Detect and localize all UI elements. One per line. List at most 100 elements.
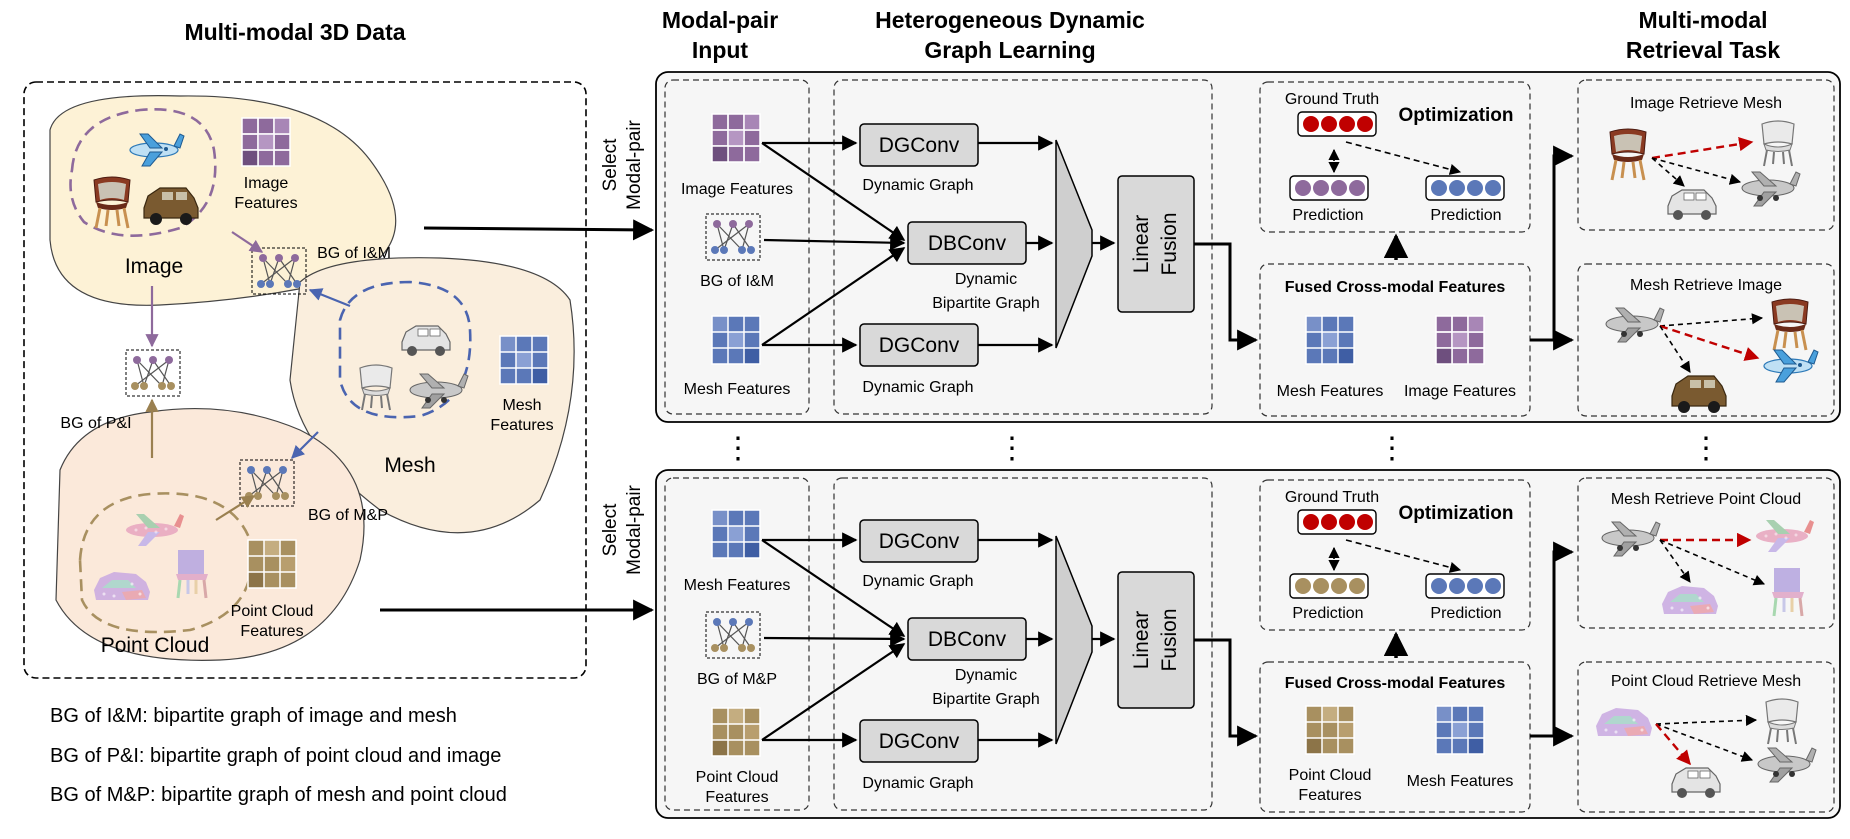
bottom-input-label-1: Mesh Features <box>684 577 791 594</box>
bottom-dg-label-1: Dynamic Graph <box>862 573 973 590</box>
bottom-input-mesh-grid <box>711 509 761 559</box>
top-input-label-3: Mesh Features <box>684 381 791 398</box>
title-pair-input-1: Modal-pair <box>662 7 778 33</box>
bottom-fusion-label-2: Fusion <box>1158 608 1181 671</box>
pc-features-grid <box>247 539 297 589</box>
image-region-label: Image <box>125 255 183 278</box>
ellipsis-3: ⋮ <box>1377 432 1407 465</box>
image-features-label-1: Image <box>244 175 289 192</box>
mesh-region-label: Mesh <box>384 454 435 477</box>
ellipsis-4: ⋮ <box>1691 432 1721 465</box>
top-fused-mesh-grid <box>1305 315 1355 365</box>
bottom-fused-title: Fused Cross-modal Features <box>1285 675 1506 692</box>
top-input-label-1: Image Features <box>681 181 793 198</box>
top-dg-label-2: Dynamic Graph <box>862 379 973 396</box>
bottom-fused-label-3: Mesh Features <box>1407 773 1514 790</box>
title-3d-data: Multi-modal 3D Data <box>184 19 405 45</box>
legend-line-2: BG of P&I: bipartite graph of point clou… <box>50 745 501 767</box>
bg-im-label: BG of I&M <box>317 245 391 262</box>
top-prediction-label-2: Prediction <box>1430 207 1501 224</box>
select-label-bottom-2: Modal-pair <box>624 484 645 574</box>
title-retrieval-1: Multi-modal <box>1638 7 1767 33</box>
ellipsis-1: ⋮ <box>723 432 753 465</box>
pc-features-label-1: Point Cloud <box>231 603 314 620</box>
ellipsis-2: ⋮ <box>997 432 1027 465</box>
legend-line-1: BG of I&M: bipartite graph of image and … <box>50 705 457 727</box>
bottom-fused-mesh-grid <box>1435 705 1485 755</box>
bg-mp-label: BG of M&P <box>308 507 388 524</box>
top-task-1-label: Image Retrieve Mesh <box>1630 95 1782 112</box>
bottom-fused-pc-grid <box>1305 705 1355 755</box>
mesh-features-label-2: Features <box>490 417 553 434</box>
bg-pi-label: BG of P&I <box>60 415 131 432</box>
pipeline-panel-bottom: Mesh Features BG of M&P Point Cloud Feat… <box>655 469 1841 819</box>
top-optimization-label: Optimization <box>1398 105 1513 126</box>
top-fusion-label-2: Fusion <box>1158 212 1181 275</box>
mesh-to-bgmp-arrow <box>291 431 319 459</box>
bottom-prediction-label-1: Prediction <box>1292 605 1363 622</box>
image-to-bgim-arrow <box>231 231 264 253</box>
legend-line-3: BG of M&P: bipartite graph of mesh and p… <box>50 784 507 806</box>
bottom-input-label-4: Features <box>705 789 768 806</box>
bottom-dbg-label-1: Dynamic <box>955 667 1017 684</box>
pipeline-panel-top: Image Features BG of I&M Mesh Features D… <box>655 71 1841 423</box>
bg-pi-graph <box>125 349 181 397</box>
data-3d-frame <box>23 81 587 679</box>
bottom-dgconv-1-label: DGConv <box>879 530 960 553</box>
top-prediction-label-1: Prediction <box>1292 207 1363 224</box>
top-fusion-label-1: Linear <box>1130 215 1153 273</box>
bottom-dbg-label-2: Bipartite Graph <box>932 691 1040 708</box>
top-dgconv-2-label: DGConv <box>879 334 960 357</box>
top-input-label-2: BG of I&M <box>700 273 774 290</box>
top-fused-label-1: Mesh Features <box>1277 383 1384 400</box>
bottom-fusion-label-1: Linear <box>1130 611 1153 669</box>
pc-to-bgmp-arrow <box>215 495 256 521</box>
bottom-dbconv-label: DBConv <box>928 628 1007 651</box>
pc-features-label-2: Features <box>240 623 303 640</box>
flow-arrow-top <box>423 219 655 241</box>
title-retrieval-2: Retrieval Task <box>1626 37 1780 63</box>
top-input-mesh-grid <box>711 315 761 365</box>
top-dgconv-1 <box>859 123 979 167</box>
select-label-top-1: Select <box>600 138 621 192</box>
bottom-dg-label-2: Dynamic Graph <box>862 775 973 792</box>
mesh-to-bgim-arrow <box>308 288 351 308</box>
bottom-fused-label-1: Point Cloud <box>1289 767 1372 784</box>
pointcloud-region-label: Point Cloud <box>101 634 210 657</box>
bottom-fused-label-2: Features <box>1298 787 1361 804</box>
mesh-cluster-loop <box>338 280 472 419</box>
bottom-prediction-label-2: Prediction <box>1430 605 1501 622</box>
title-pair-input-2: Input <box>692 37 749 63</box>
top-task-2-label: Mesh Retrieve Image <box>1630 277 1782 294</box>
image-cluster-loop <box>69 108 217 237</box>
bottom-task-1-label: Mesh Retrieve Point Cloud <box>1611 491 1801 508</box>
top-fused-image-grid <box>1435 315 1485 365</box>
title-hdgl-1: Heterogeneous Dynamic <box>875 7 1145 33</box>
image-features-label-2: Features <box>234 195 297 212</box>
bottom-dgconv-2-label: DGConv <box>879 730 960 753</box>
top-fused-title: Fused Cross-modal Features <box>1285 279 1506 296</box>
mesh-features-grid <box>499 335 549 385</box>
top-dg-label-1: Dynamic Graph <box>862 177 973 194</box>
bottom-input-pc-grid <box>711 707 761 757</box>
top-dbconv-label: DBConv <box>928 232 1007 255</box>
bottom-input-label-2: BG of M&P <box>697 671 777 688</box>
select-label-top-2: Modal-pair <box>624 119 645 209</box>
mesh-features-label-1: Mesh <box>502 397 541 414</box>
top-fused-label-2: Image Features <box>1404 383 1516 400</box>
bottom-ground-truth-label: Ground Truth <box>1285 489 1379 506</box>
select-label-bottom-1: Select <box>600 503 621 557</box>
top-ground-truth-label: Ground Truth <box>1285 91 1379 108</box>
top-dbg-label-1: Dynamic <box>955 271 1017 288</box>
top-dbg-label-2: Bipartite Graph <box>932 295 1040 312</box>
top-dgconv-1-label: DGConv <box>879 134 960 157</box>
bottom-optimization-label: Optimization <box>1398 503 1513 524</box>
bottom-task-2-label: Point Cloud Retrieve Mesh <box>1611 673 1801 690</box>
top-input-image-grid <box>711 113 761 163</box>
title-hdgl-2: Graph Learning <box>924 37 1095 63</box>
pc-cluster-loop <box>78 492 253 634</box>
bottom-input-label-3: Point Cloud <box>696 769 779 786</box>
image-features-grid <box>241 117 291 167</box>
